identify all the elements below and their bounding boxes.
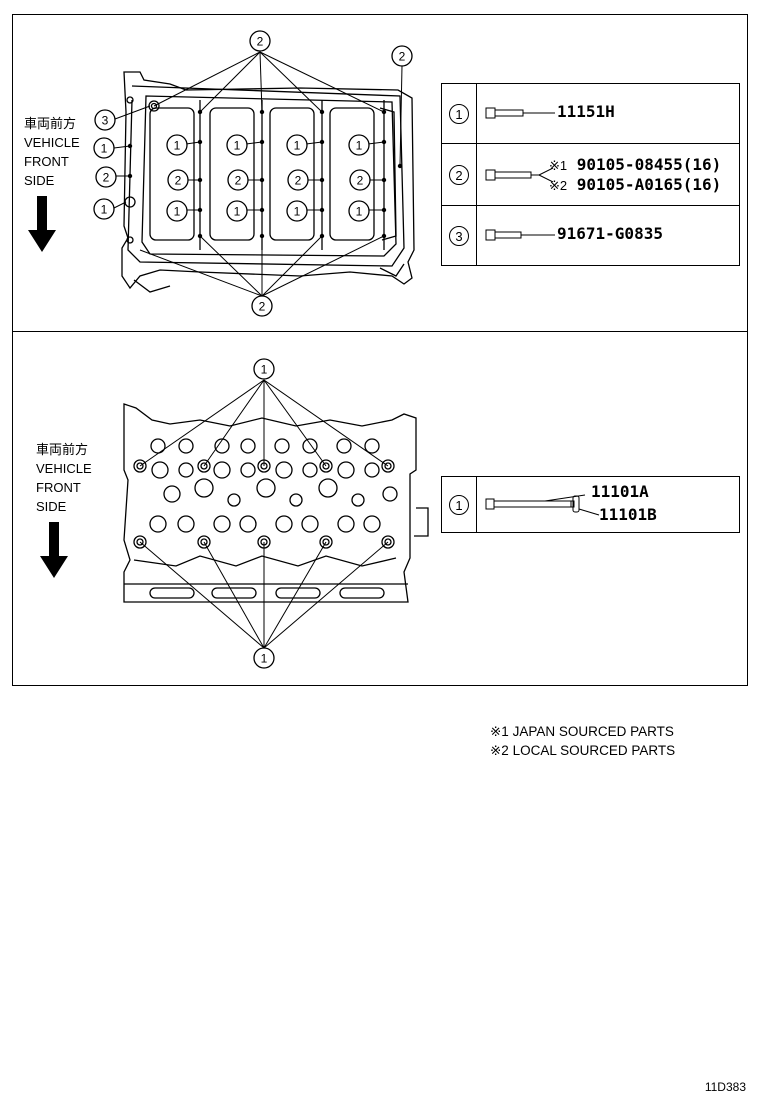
callout-2-bottom: 2 xyxy=(251,295,273,317)
parts-row-1: 1 11101A 11101B xyxy=(441,476,740,533)
front-arrow-icon xyxy=(40,522,68,578)
callout-1-row1-c3: 1 xyxy=(286,134,308,156)
svg-text:1: 1 xyxy=(356,205,363,219)
vehicle-front-label-bottom: 車両前方 VEHICLE FRONT SIDE xyxy=(36,440,92,516)
diagram-code: 11D383 xyxy=(704,1080,746,1094)
ref-badge: 1 xyxy=(449,103,469,124)
svg-text:1: 1 xyxy=(356,139,363,153)
callout-1-row3-c3: 1 xyxy=(286,200,308,222)
svg-text:3: 3 xyxy=(102,114,109,128)
callout-2-row2-c4: 2 xyxy=(349,169,371,191)
ref-badge: 1 xyxy=(449,494,469,515)
front-label-front: FRONT xyxy=(36,480,81,495)
svg-text:2: 2 xyxy=(235,174,242,188)
bolt-icon xyxy=(485,229,555,241)
front-label-jp: 車両前方 xyxy=(36,442,89,457)
callout-2-top: 2 xyxy=(249,30,271,52)
part-number: 11151H xyxy=(557,102,615,121)
callout-1-row1-c4: 1 xyxy=(348,134,370,156)
callout-2-row2-c3: 2 xyxy=(287,169,309,191)
callout-1-row1-c1: 1 xyxy=(166,134,188,156)
leader-lines-top xyxy=(113,51,403,297)
svg-text:1: 1 xyxy=(294,139,301,153)
front-label-front: FRONT xyxy=(24,154,69,169)
callout-3: 3 xyxy=(94,109,116,131)
bolt-washer-icon xyxy=(485,494,600,516)
cylinder-head-drawing xyxy=(123,403,429,603)
part-number-1: ※1 90105-08455(16) xyxy=(549,155,722,174)
svg-text:2: 2 xyxy=(175,174,182,188)
front-label-jp: 車両前方 xyxy=(24,116,77,131)
callout-1-row3-c2: 1 xyxy=(226,200,248,222)
footnote-local: ※2 LOCAL SOURCED PARTS xyxy=(490,743,676,758)
parts-table-top: 1 11151H 2 ※1 90105-08455(16) ※2 90105-A… xyxy=(441,83,740,266)
part-number-2: 11101B xyxy=(599,505,657,524)
svg-text:2: 2 xyxy=(295,174,302,188)
vehicle-front-label-top: 車両前方 VEHICLE FRONT SIDE xyxy=(24,114,80,190)
front-arrow-icon xyxy=(28,196,56,252)
callout-1-bottom-bottom: 1 xyxy=(253,647,275,669)
svg-text:2: 2 xyxy=(103,171,110,185)
callouts-bottom: 1 1 xyxy=(253,358,275,669)
callout-1-row3-c4: 1 xyxy=(348,200,370,222)
callout-2-row2-c2: 2 xyxy=(227,169,249,191)
svg-text:2: 2 xyxy=(257,35,264,49)
front-label-vehicle: VEHICLE xyxy=(24,135,80,150)
parts-row-2: 2 ※1 90105-08455(16) ※2 90105-A0165(16) xyxy=(441,143,740,206)
parts-row-1: 1 11151H xyxy=(441,83,740,144)
callout-1-bottom-top: 1 xyxy=(253,358,275,380)
part-number-1: 11101A xyxy=(591,482,649,501)
front-label-side: SIDE xyxy=(36,499,67,514)
head-holes xyxy=(133,438,398,549)
svg-text:1: 1 xyxy=(261,652,268,666)
svg-text:1: 1 xyxy=(174,205,181,219)
callout-2-left: 2 xyxy=(95,166,117,188)
part-number: 91671-G0835 xyxy=(557,224,663,243)
parts-table-bottom: 1 11101A 11101B xyxy=(441,476,740,533)
svg-text:1: 1 xyxy=(234,139,241,153)
bolt-icon xyxy=(485,168,554,182)
ref-badge: 2 xyxy=(449,164,469,185)
svg-text:1: 1 xyxy=(101,142,108,156)
front-label-side: SIDE xyxy=(24,173,55,188)
callout-2-row2-c1: 2 xyxy=(167,169,189,191)
svg-text:1: 1 xyxy=(294,205,301,219)
bottom-panel xyxy=(12,331,748,686)
callouts-top: 2 2 3 1 2 1 1 1 1 1 2 2 2 2 1 1 1 1 2 xyxy=(93,30,413,317)
footnote-japan: ※1 JAPAN SOURCED PARTS xyxy=(490,724,674,739)
svg-text:1: 1 xyxy=(174,139,181,153)
callout-1-row3-c1: 1 xyxy=(166,200,188,222)
svg-text:1: 1 xyxy=(234,205,241,219)
leader-lines-bottom xyxy=(139,379,389,649)
bolt-icon xyxy=(485,107,555,119)
svg-text:1: 1 xyxy=(261,363,268,377)
svg-text:2: 2 xyxy=(357,174,364,188)
callout-1-left-b: 1 xyxy=(93,198,115,220)
callout-1-row1-c2: 1 xyxy=(226,134,248,156)
ref-badge: 3 xyxy=(449,225,469,246)
svg-text:1: 1 xyxy=(101,203,108,217)
callout-2-right: 2 xyxy=(391,45,413,67)
svg-text:2: 2 xyxy=(259,300,266,314)
svg-text:2: 2 xyxy=(399,50,406,64)
front-label-vehicle: VEHICLE xyxy=(36,461,92,476)
part-number-2: ※2 90105-A0165(16) xyxy=(549,175,722,194)
parts-row-3: 3 91671-G0835 xyxy=(441,205,740,266)
callout-1-left-a: 1 xyxy=(93,137,115,159)
